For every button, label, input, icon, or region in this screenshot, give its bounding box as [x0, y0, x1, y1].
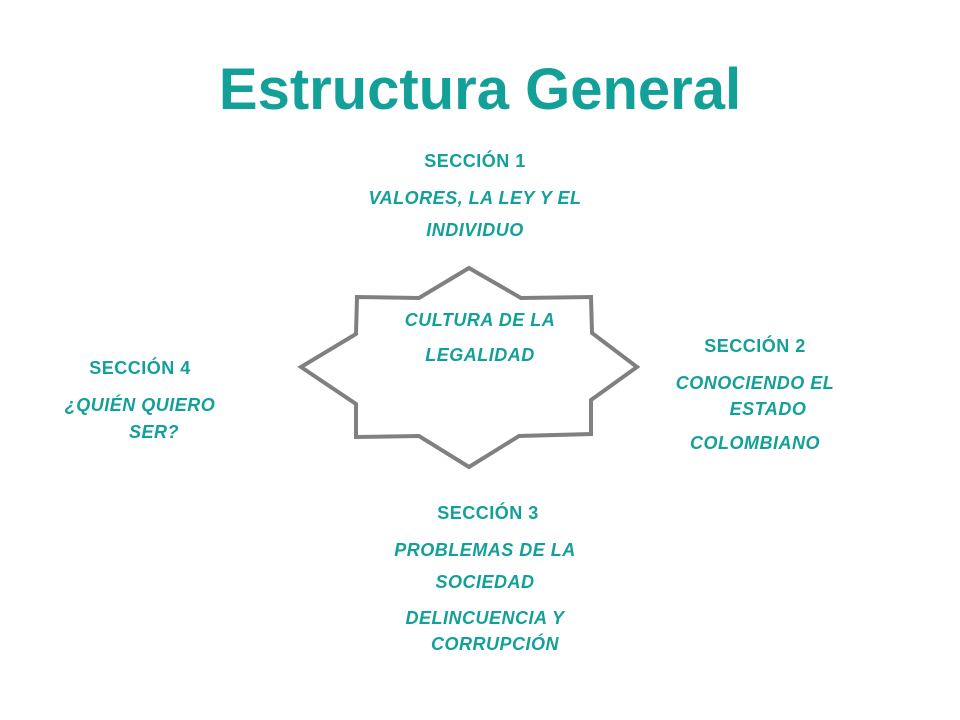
section-2-heading: SECCIÓN 2	[704, 336, 806, 356]
section-3-line-1: PROBLEMAS DE LA	[394, 540, 576, 560]
section-4-line-2: SER?	[128, 422, 179, 442]
section-3: SECCIÓN 3 PROBLEMAS DE LA SOCIEDAD DELIN…	[320, 0, 650, 720]
section-2-line-1: CONOCIENDO EL	[675, 373, 835, 393]
section-3-heading: SECCIÓN 3	[437, 503, 539, 523]
section-3-line-4: CORRUPCIÓN	[430, 634, 559, 654]
section-2-line-3: COLOMBIANO	[690, 433, 820, 453]
section-3-line-3: DELINCUENCIA Y	[405, 608, 565, 628]
section-4: SECCIÓN 4 ¿QUIÉN QUIERO SER?	[20, 0, 260, 720]
section-4-line-1: ¿QUIÉN QUIERO	[64, 395, 216, 415]
section-1-heading: SECCIÓN 1	[424, 151, 526, 171]
central-concept: CULTURA DE LA LEGALIDAD	[330, 0, 630, 720]
section-4-heading: SECCIÓN 4	[89, 358, 191, 378]
section-2: SECCIÓN 2 CONOCIENDO EL ESTADO COLOMBIAN…	[650, 0, 900, 720]
section-3-line-2: SOCIEDAD	[435, 572, 535, 592]
section-2-line-2: ESTADO	[729, 399, 807, 419]
central-concept-line-2: LEGALIDAD	[425, 345, 535, 365]
page-title: Estructura General	[218, 57, 742, 122]
central-concept-line-1: CULTURA DE LA	[404, 310, 556, 330]
section-1-line-2: INDIVIDUO	[426, 220, 524, 240]
star-outline	[297, 265, 641, 470]
section-1: SECCIÓN 1 VALORES, LA LEY Y EL INDIVIDUO	[310, 0, 640, 720]
section-1-line-1: VALORES, LA LEY Y EL	[368, 188, 582, 208]
